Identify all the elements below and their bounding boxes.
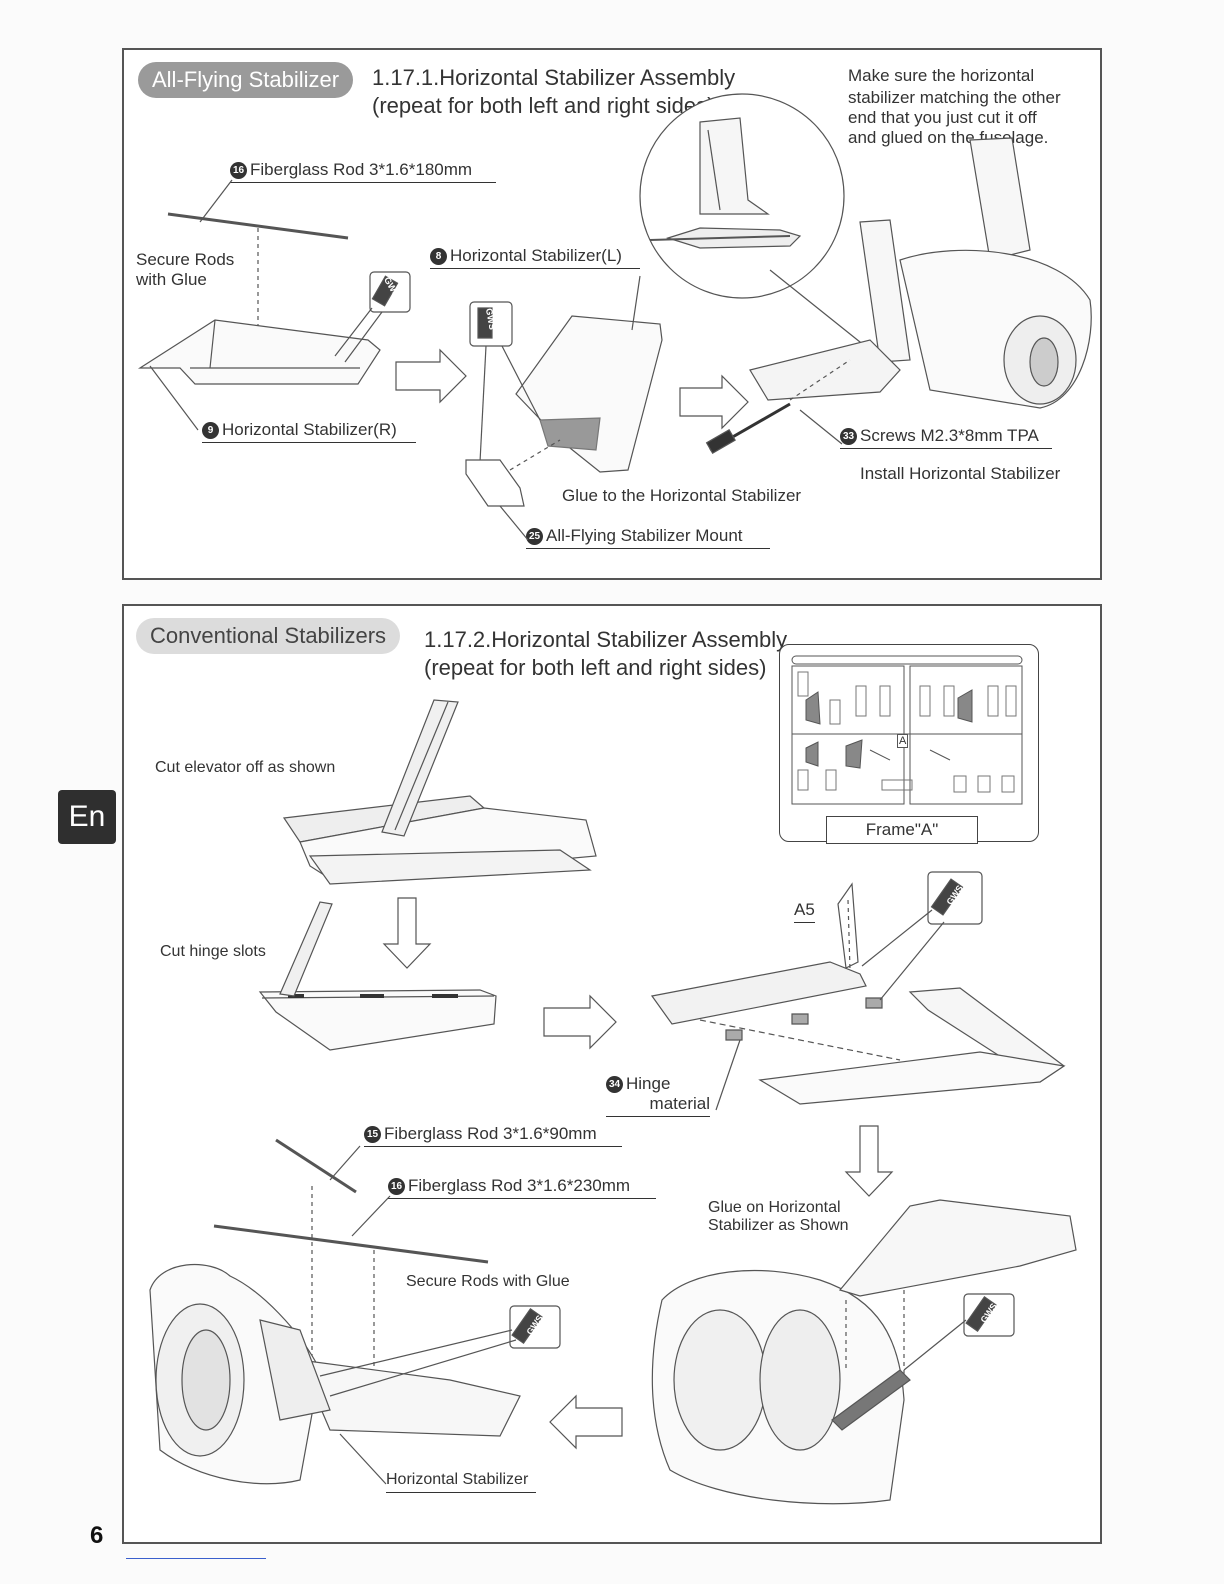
note-line-3: end that you just cut it off: [848, 108, 1037, 127]
arrow-right-icon: [544, 996, 616, 1048]
conventional-stabilizers-badge: Conventional Stabilizers: [136, 618, 401, 654]
arrow-down-icon: [384, 898, 430, 968]
part-number-badge: 25: [526, 528, 543, 546]
note-line-2: stabilizer matching the other: [848, 88, 1061, 107]
hinge-slots-drawing: [260, 902, 496, 1050]
frame-part-a-marker: A: [897, 734, 909, 748]
glue-bottle-icon: [335, 272, 410, 362]
install-stabilizer-label: Install Horizontal Stabilizer: [860, 464, 1061, 483]
section-subtitle-1-17-2: (repeat for both left and right sides): [424, 655, 767, 680]
all-flying-stabilizer-badge: All-Flying Stabilizer: [138, 62, 354, 98]
arrow-right-icon: [396, 350, 466, 402]
cut-hinge-slots-label: Cut hinge slots: [160, 943, 266, 960]
page-number: 6: [90, 1522, 104, 1549]
glue-on-stabilizer-label-2: Stabilizer as Shown: [708, 1217, 849, 1234]
section-subtitle-1-17-1: (repeat for both left and right sides): [372, 93, 715, 118]
part-number-badge: 33: [840, 428, 857, 446]
language-tab: En: [58, 790, 116, 844]
section-title-1-17-2: 1.17.2.Horizontal Stabilizer Assembly: [424, 627, 788, 652]
section-title-1-17-1: 1.17.1.Horizontal Stabilizer Assembly: [372, 65, 736, 90]
arrow-right-icon: [680, 376, 748, 428]
jet-right-assembly-drawing: [652, 1200, 1076, 1504]
footer-line: [126, 1558, 266, 1559]
part-number-badge: 8: [430, 248, 447, 266]
arrow-left-icon: [550, 1396, 622, 1448]
hinge-material-label-2: material: [606, 1094, 710, 1117]
fiberglass-rod-drawing: [168, 180, 348, 360]
secure-rods-label-1: Secure Rods: [136, 250, 235, 269]
note-line-1: Make sure the horizontal: [848, 66, 1035, 85]
arrow-down-icon: [846, 1126, 892, 1196]
secure-rods-label-2: with Glue: [136, 270, 207, 289]
elevator-cut-drawing: [284, 700, 596, 884]
part-a5-label: A5: [794, 900, 815, 923]
part-number-badge: 16: [230, 162, 247, 180]
jet-left-assembly-drawing: [150, 1264, 560, 1484]
horizontal-stabilizer-label: Horizontal Stabilizer: [386, 1470, 536, 1493]
frame-a-parts-box: [779, 644, 1039, 842]
cut-elevator-label: Cut elevator off as shown: [155, 759, 336, 776]
part-number-badge: 9: [202, 422, 219, 440]
part-number-badge: 16: [388, 1178, 405, 1196]
stabilizer-l-drawing: [466, 276, 662, 540]
hinge-assembly-drawing: [652, 872, 1064, 1110]
magnified-detail-drawing: [640, 94, 870, 350]
secure-rods-with-glue-label: Secure Rods with Glue: [406, 1273, 570, 1290]
glue-on-stabilizer-label-1: Glue on Horizontal: [708, 1199, 841, 1216]
part-number-badge: 15: [364, 1126, 381, 1144]
frame-a-label: Frame"A": [826, 816, 978, 844]
part-number-badge: 34: [606, 1076, 623, 1094]
glue-to-stabilizer-label: Glue to the Horizontal Stabilizer: [562, 486, 802, 505]
stabilizer-r-drawing: [140, 320, 380, 430]
jet-tail-drawing: [707, 138, 1092, 453]
